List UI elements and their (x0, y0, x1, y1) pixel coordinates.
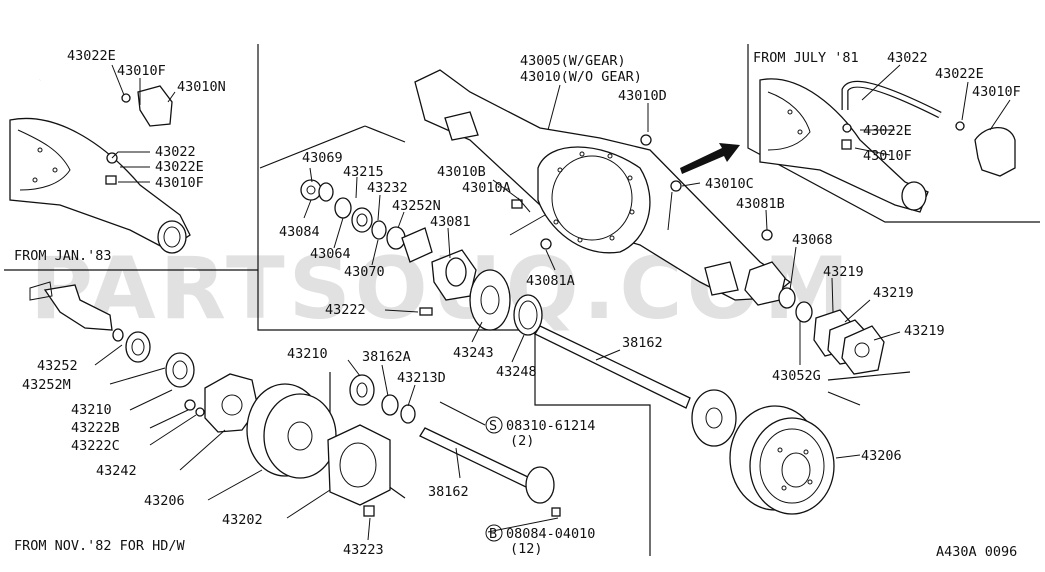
part-label: 43010C (705, 176, 754, 192)
right-bearing-stack (778, 287, 885, 375)
part-label: 43213D (397, 370, 446, 386)
variant-jan-83-drawing (9, 68, 191, 254)
axle-shaft-main (534, 325, 737, 447)
label-axle-case-with-gear: 43005(W/GEAR) (520, 53, 626, 69)
part-label: 43222C (71, 438, 120, 454)
part-label: 43010F (117, 63, 166, 79)
part-label: 38162 (622, 335, 663, 351)
variant-nov-82-hd-drawing (29, 281, 561, 517)
axle-housing (414, 69, 792, 306)
part-label: 43010D (618, 88, 667, 104)
diagram-code: A430A 0096 (936, 544, 1017, 560)
callout-b-qty: (12) (510, 541, 543, 557)
brake-drum-right (729, 405, 835, 515)
callout-s-qty: (2) (510, 433, 534, 449)
part-label: 43022E (155, 159, 204, 175)
part-label: 43219 (873, 285, 914, 301)
part-label: 43081 (430, 214, 471, 230)
part-label: 43252N (392, 198, 441, 214)
part-label: 43222 (325, 302, 366, 318)
part-label: 43206 (144, 493, 185, 509)
part-label: 43242 (96, 463, 137, 479)
part-label: 43202 (222, 512, 263, 528)
part-label: 43215 (343, 164, 384, 180)
part-label: 43222B (71, 420, 120, 436)
callout-b: B 08084-04010 (12) (485, 524, 595, 557)
part-label: 43070 (344, 264, 385, 280)
leader-lines (94, 64, 1011, 541)
part-label: 43010F (972, 84, 1021, 100)
part-label: 43219 (904, 323, 945, 339)
part-label: 43064 (310, 246, 351, 262)
part-label: 43243 (453, 345, 494, 361)
callout-b-symbol: B (489, 526, 497, 542)
direction-arrow (680, 143, 740, 174)
callout-s-symbol: S (489, 418, 497, 434)
part-label: 38162A (362, 349, 411, 365)
variant-july-81-drawing (759, 78, 1016, 213)
part-label: 38162 (428, 484, 469, 500)
part-label: 43010B (437, 164, 486, 180)
caption-from-july-81: FROM JULY '81 (753, 50, 859, 66)
part-label: 43010N (177, 79, 226, 95)
part-label: 43232 (367, 180, 408, 196)
part-label: 43022E (863, 123, 912, 139)
part-label: 43210 (71, 402, 112, 418)
part-label: 43010F (863, 148, 912, 164)
part-label: 43010A (462, 180, 511, 196)
part-labels: 43022E 43010F 43010N 43022 43022E 43010F… (22, 48, 1021, 558)
part-label: 43252M (22, 377, 71, 393)
part-label: 43081B (736, 196, 785, 212)
label-axle-case-without-gear: 43010(W/O GEAR) (520, 69, 642, 85)
part-label: 43252 (37, 358, 78, 374)
part-label: 43210 (287, 346, 328, 362)
callout-s-code: 08310-61214 (506, 418, 595, 434)
part-label: 43084 (279, 224, 320, 240)
part-label: 43219 (823, 264, 864, 280)
left-bearing-stack (300, 179, 543, 336)
part-label: 43052G (772, 368, 821, 384)
part-label: 43022E (67, 48, 116, 64)
part-label: 43081A (526, 273, 575, 289)
part-label: 43022E (935, 66, 984, 82)
section-dividers (4, 44, 1040, 556)
callout-b-code: 08084-04010 (506, 526, 595, 542)
part-label: 43022 (887, 50, 928, 66)
part-label: 43223 (343, 542, 384, 558)
part-label: 43248 (496, 364, 537, 380)
caption-from-jan-83: FROM JAN.'83 (14, 248, 112, 264)
part-label: 43010F (155, 175, 204, 191)
part-label: 43206 (861, 448, 902, 464)
part-label: 43069 (302, 150, 343, 166)
callout-s: S 08310-61214 (2) (485, 416, 595, 449)
caption-from-nov-82-hd: FROM NOV.'82 FOR HD/W (14, 538, 186, 554)
part-label: 43022 (155, 144, 196, 160)
part-label: 43068 (792, 232, 833, 248)
